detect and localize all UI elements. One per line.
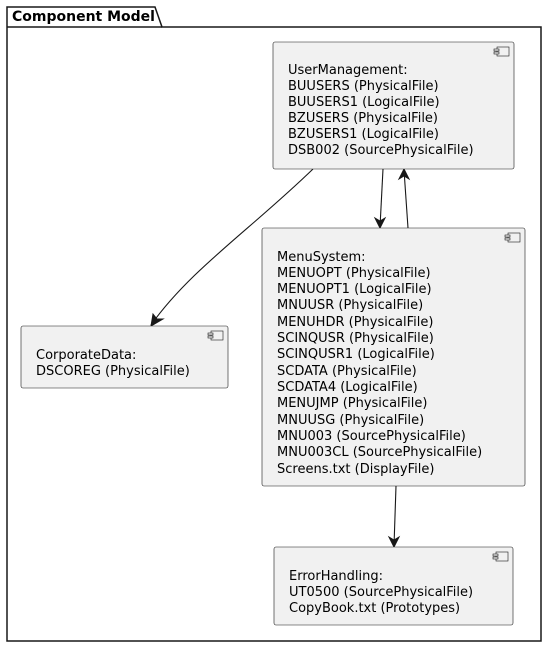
component-line: SCINQUSR (PhysicalFile) bbox=[277, 331, 434, 346]
component-user-management: UserManagement: BUUSERS (PhysicalFile) B… bbox=[272, 41, 515, 170]
component-line: ErrorHandling: bbox=[289, 569, 383, 584]
component-box bbox=[20, 325, 229, 389]
component-text: UserManagement: BUUSERS (PhysicalFile) B… bbox=[288, 63, 474, 158]
component-icon bbox=[504, 232, 521, 243]
component-line: MenuSystem: bbox=[277, 250, 366, 265]
component-text: MenuSystem: MENUOPT (PhysicalFile) MENUO… bbox=[277, 250, 486, 477]
component-text: ErrorHandling: UT0500 (SourcePhysicalFil… bbox=[289, 569, 477, 616]
component-line: Screens.txt (DisplayFile) bbox=[277, 462, 434, 477]
component-icon bbox=[492, 551, 509, 562]
component-line: SCDATA4 (LogicalFile) bbox=[277, 380, 418, 395]
component-line: UserManagement: bbox=[288, 63, 408, 78]
edge-user-management-to-corporate-data bbox=[150, 168, 314, 326]
component-line: SCINQUSR1 (LogicalFile) bbox=[277, 347, 435, 362]
arrowhead-corporate-data bbox=[150, 312, 165, 327]
component-line: CorporateData: bbox=[36, 348, 136, 363]
component-line: BUUSERS (PhysicalFile) bbox=[288, 79, 439, 94]
component-line: DSCOREG (PhysicalFile) bbox=[36, 364, 190, 379]
component-line: BZUSERS1 (LogicalFile) bbox=[288, 127, 439, 142]
component-icon bbox=[493, 46, 510, 57]
edge-menu-system-to-error-handling bbox=[393, 485, 397, 547]
component-line: MNUUSR (PhysicalFile) bbox=[277, 298, 423, 313]
component-line: MNU003CL (SourcePhysicalFile) bbox=[277, 445, 482, 460]
component-corporate-data: CorporateData: DSCOREG (PhysicalFile) bbox=[20, 325, 229, 389]
component-icon bbox=[207, 330, 224, 341]
component-line: MENUJMP (PhysicalFile) bbox=[277, 396, 427, 411]
component-line: MENUHDR (PhysicalFile) bbox=[277, 315, 433, 330]
component-line: CopyBook.txt (Prototypes) bbox=[289, 601, 460, 616]
component-box bbox=[273, 546, 514, 626]
arrowhead-error-handling bbox=[387, 535, 401, 549]
component-line: MENUOPT1 (LogicalFile) bbox=[277, 282, 432, 297]
edge-user-management-to-menu-system bbox=[379, 168, 384, 228]
component-line: MNU003 (SourcePhysicalFile) bbox=[277, 429, 466, 444]
edge-menu-system-to-user-management bbox=[403, 169, 409, 229]
component-box bbox=[261, 227, 526, 487]
arrowhead-user-management bbox=[397, 167, 411, 181]
component-text: CorporateData: DSCOREG (PhysicalFile) bbox=[36, 348, 190, 379]
component-line: DSB002 (SourcePhysicalFile) bbox=[288, 143, 474, 158]
component-line: MNUUSG (PhysicalFile) bbox=[277, 413, 424, 428]
edges bbox=[150, 167, 411, 549]
component-menu-system: MenuSystem: MENUOPT (PhysicalFile) MENUO… bbox=[261, 227, 526, 487]
package-title: Component Model bbox=[12, 9, 155, 25]
component-line: BZUSERS (PhysicalFile) bbox=[288, 111, 438, 126]
component-box bbox=[272, 41, 515, 170]
component-line: BUUSERS1 (LogicalFile) bbox=[288, 95, 440, 110]
component-error-handling: ErrorHandling: UT0500 (SourcePhysicalFil… bbox=[273, 546, 514, 626]
component-line: MENUOPT (PhysicalFile) bbox=[277, 266, 431, 281]
component-line: SCDATA (PhysicalFile) bbox=[277, 364, 417, 379]
component-line: UT0500 (SourcePhysicalFile) bbox=[289, 585, 473, 600]
arrowhead-menu-system bbox=[373, 216, 387, 230]
